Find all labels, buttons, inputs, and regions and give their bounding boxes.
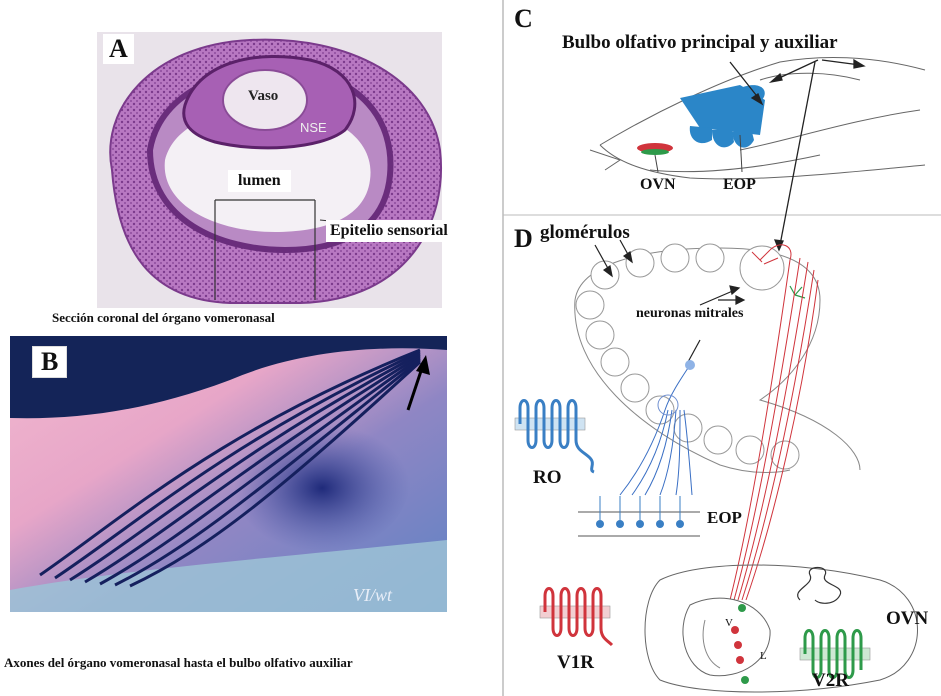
- ro-label: RO: [533, 467, 562, 489]
- panel-c-letter: C: [514, 4, 533, 34]
- ovn-c-label: OVN: [640, 176, 676, 194]
- receptor-ro: [515, 401, 594, 473]
- bulb-title: Bulbo olfativo principal y auxiliar: [562, 32, 838, 54]
- glomerulos-label: glomérulos: [540, 222, 630, 244]
- blue-mitral-cell: [685, 360, 695, 370]
- v2r-label: V2R: [812, 670, 849, 692]
- v1r-label: V1R: [557, 652, 594, 674]
- eop-neuron-processes: [600, 496, 680, 520]
- ovn-d-label: OVN: [886, 608, 928, 630]
- eop-d-label: EOP: [707, 508, 742, 528]
- ovn-c-pointer: [655, 155, 658, 172]
- eop-structure: [680, 85, 765, 148]
- title-arrows: [730, 60, 864, 250]
- ovn-green-marker: [641, 149, 669, 155]
- vno-v-label: V: [725, 617, 733, 629]
- glomeruli: [576, 244, 799, 469]
- mitral-arrows: [688, 286, 744, 362]
- eop-c-label: EOP: [723, 176, 756, 194]
- mitrales-label: neuronas mitrales: [636, 306, 743, 322]
- panel-d-letter: D: [514, 224, 533, 254]
- vno-lumen: [683, 598, 770, 676]
- receptor-v1r: [540, 589, 612, 646]
- vno-l-label: L: [760, 650, 767, 662]
- eop-sensory-neurons: [596, 520, 684, 528]
- receptor-v2r: [798, 568, 870, 678]
